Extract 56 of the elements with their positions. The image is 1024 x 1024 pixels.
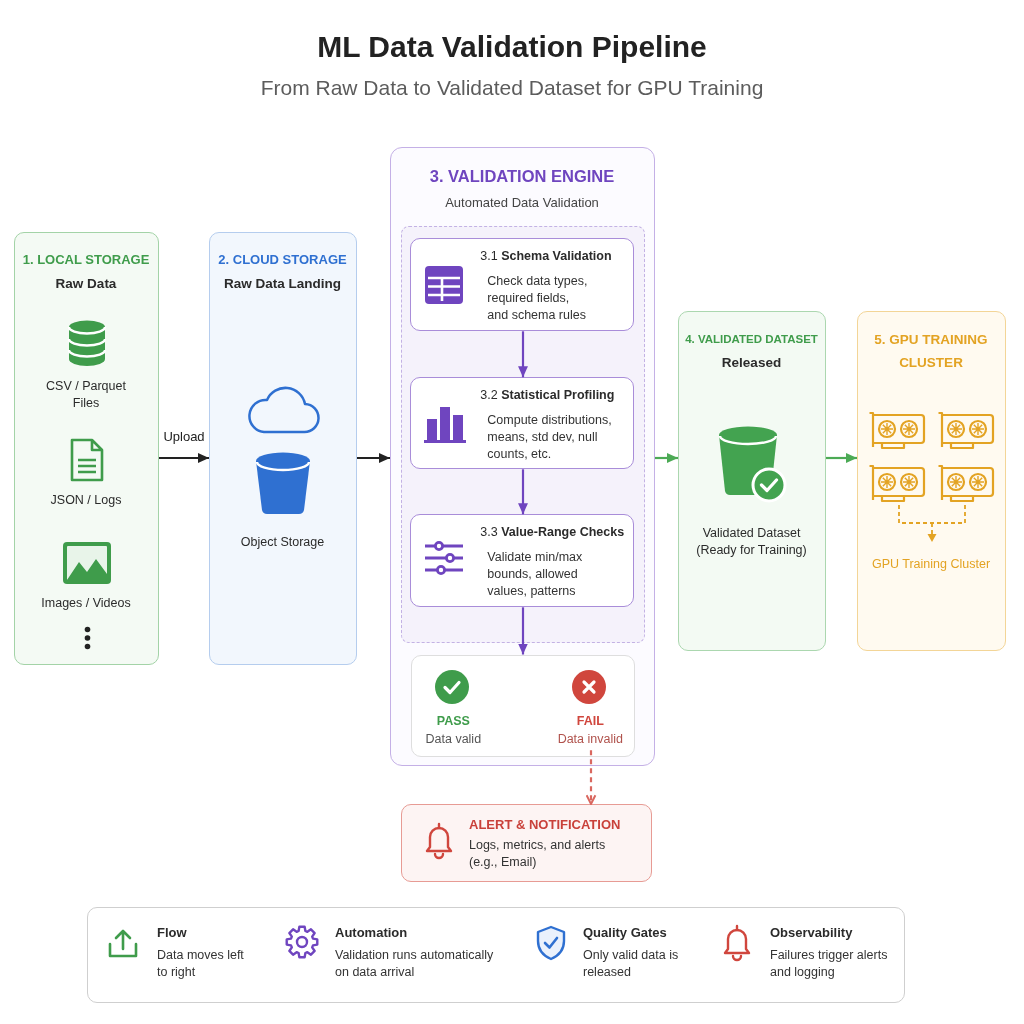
- arrow: [518, 607, 528, 655]
- stage-title: 1. LOCAL STORAGE: [22, 251, 150, 269]
- alert-description: Logs, metrics, and alerts (e.g., Email): [469, 837, 607, 871]
- step-description: Validate min/max bounds, allowed values, patterns: [487, 549, 584, 601]
- item-label: GPU Training Cluster: [871, 556, 991, 573]
- stage-panel: [390, 147, 655, 766]
- key-description: Data moves left to right: [157, 947, 245, 981]
- status-description: Data valid: [425, 731, 482, 749]
- alert-card: [401, 804, 652, 882]
- step-title: 3.3 Value-Range Checks: [480, 524, 625, 542]
- stage-title: 2. CLOUD STORAGE: [218, 251, 347, 269]
- key-description: Validation runs automatically on data arrival: [335, 947, 495, 981]
- item-label: Object Storage: [240, 534, 325, 551]
- step-card: [410, 514, 635, 608]
- key-heading: Flow: [157, 924, 187, 942]
- arrow: [826, 453, 857, 463]
- stage-subtitle: Automated Data Validation: [445, 194, 599, 212]
- item-label: JSON / Logs: [50, 492, 122, 509]
- stage-title: 4. VALIDATED DATASET: [685, 332, 818, 347]
- status-description: Data invalid: [557, 731, 623, 749]
- dashed-arrow: [585, 750, 597, 805]
- diagram-subtitle: From Raw Data to Validated Dataset for GPU Training: [260, 75, 764, 101]
- arrow: [357, 453, 390, 463]
- stage-panel: [678, 311, 826, 651]
- stage-panel: [857, 311, 1006, 651]
- status-label: FAIL: [576, 713, 604, 731]
- stage-subtitle: Raw Data: [55, 275, 117, 293]
- stage-title: 3. VALIDATION ENGINE: [429, 166, 615, 187]
- arrow: [159, 453, 209, 463]
- alert-title: ALERT & NOTIFICATION: [469, 816, 621, 834]
- step-card: [410, 238, 635, 332]
- step-description: Check data types, required fields, and schema rules: [487, 273, 589, 325]
- result-card: [410, 654, 635, 757]
- status-label: PASS: [436, 713, 470, 731]
- item-label: CSV / Parquet Files: [45, 378, 127, 412]
- key-heading: Observability: [770, 924, 853, 942]
- item-label: Validated Dataset (Ready for Training): [695, 525, 808, 559]
- step-title: 3.2 Statistical Profiling: [480, 387, 615, 405]
- key-heading: Automation: [335, 924, 408, 942]
- stage-panel: [14, 232, 159, 665]
- arrow: [518, 331, 528, 378]
- item-label: Images / Videos: [41, 595, 131, 612]
- check-group-area: [400, 225, 645, 643]
- key-description: Failures trigger alerts and logging: [770, 947, 889, 981]
- key-description: Only valid data is released: [583, 947, 680, 981]
- step-description: Compute distributions, means, std dev, null counts, etc.: [487, 412, 613, 464]
- stage-subtitle: Raw Data Landing: [224, 275, 341, 293]
- stage-panel: [209, 232, 357, 665]
- step-title: 3.1 Schema Validation: [480, 248, 612, 266]
- arrow: [655, 453, 678, 463]
- diagram-title: ML Data Validation Pipeline: [317, 29, 707, 65]
- key-heading: Quality Gates: [583, 924, 667, 942]
- stage-subtitle: Released: [721, 354, 782, 372]
- step-card: [410, 377, 635, 470]
- arrow: [518, 469, 528, 515]
- stage-title: 5. GPU TRAINING CLUSTER: [873, 331, 989, 372]
